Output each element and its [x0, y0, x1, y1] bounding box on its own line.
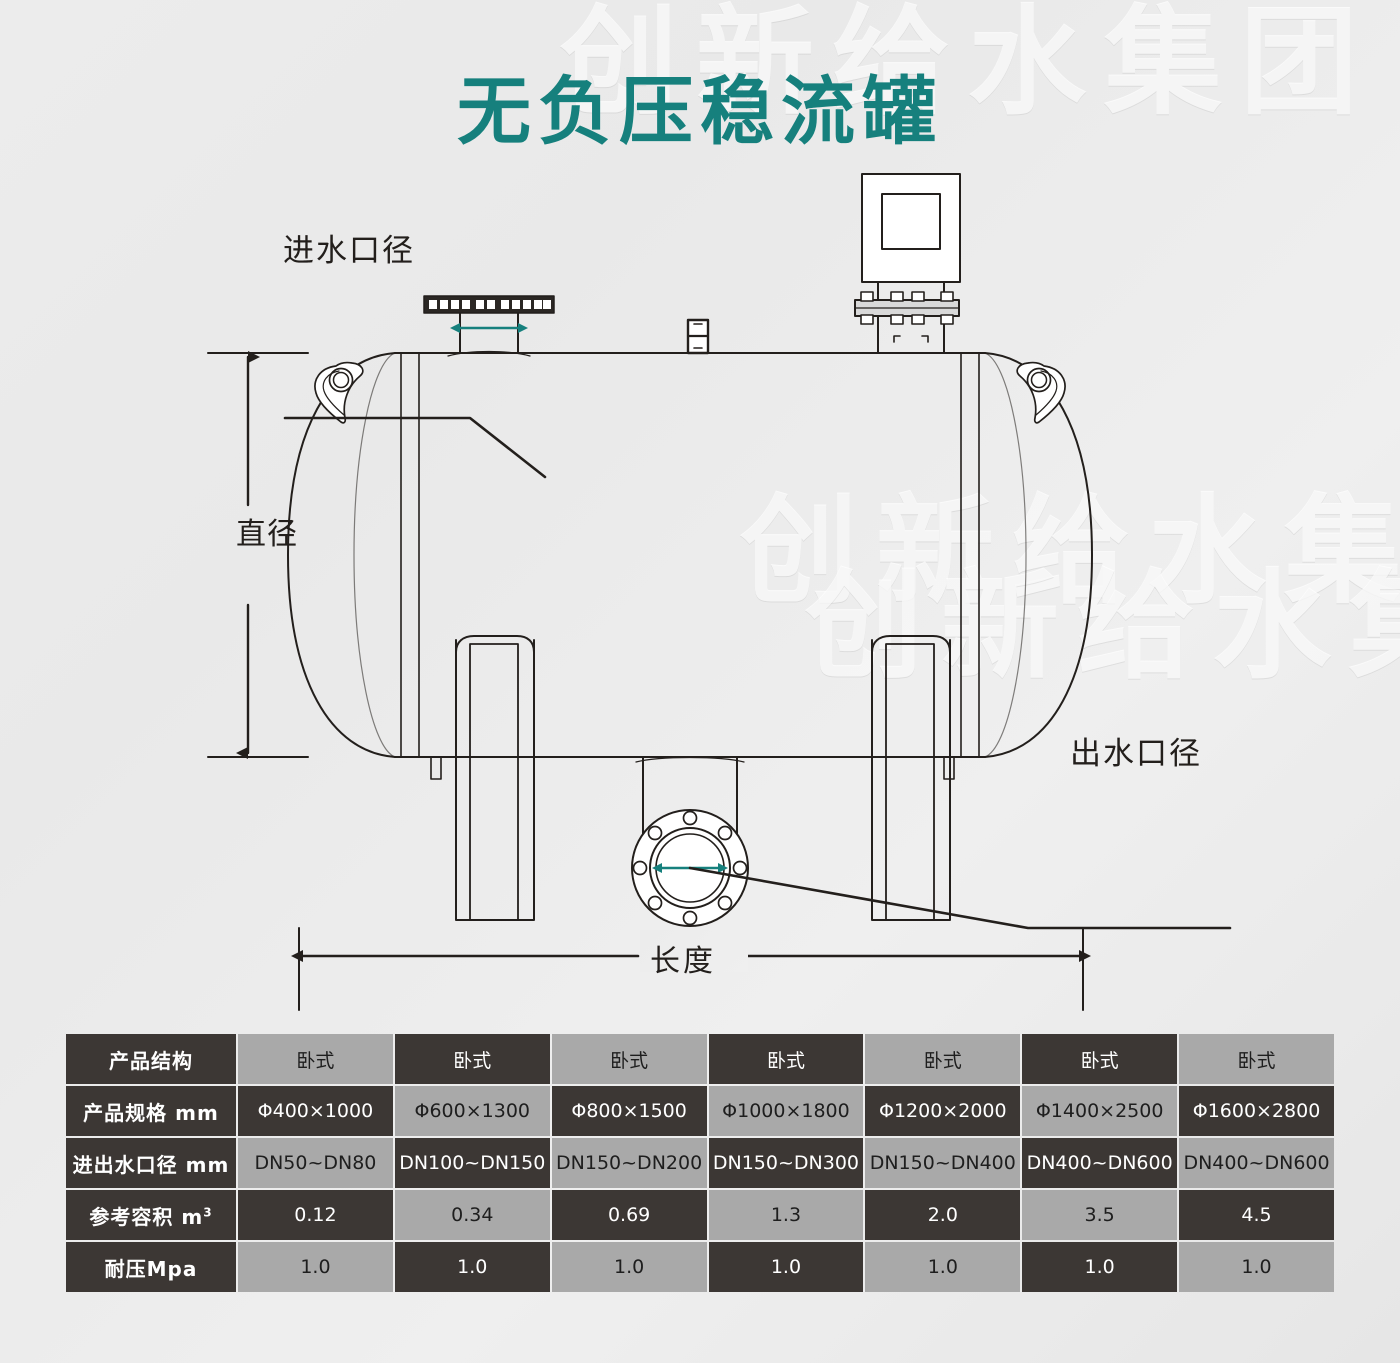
table-row: 产品结构卧式卧式卧式卧式卧式卧式卧式 [66, 1034, 1334, 1084]
base-plate-mark [893, 335, 929, 347]
table-cell: DN50~DN80 [238, 1138, 393, 1188]
support-leg-left [455, 635, 535, 921]
control-box [861, 173, 961, 283]
table-cell: 1.0 [708, 1242, 864, 1292]
tank-length-label: 长度 [650, 944, 716, 979]
table-cell: 4.5 [1179, 1190, 1334, 1240]
table-row-label: 产品规格 mm [66, 1086, 236, 1136]
table-cell: Φ1400×2500 [1022, 1086, 1178, 1136]
table-cell: Φ1600×2800 [1179, 1086, 1334, 1136]
table-cell: 3.5 [1022, 1190, 1178, 1240]
table-cell: Φ1200×2000 [865, 1086, 1021, 1136]
inlet-diameter-label: 进水口径 [283, 233, 415, 269]
page-title: 无负压稳流罐 [457, 69, 943, 155]
table-cell: 卧式 [394, 1034, 550, 1084]
tank-shell [287, 352, 1093, 758]
support-leg-right [871, 635, 951, 921]
table-cell: 1.0 [1022, 1242, 1178, 1292]
table-cell: DN400~DN600 [1022, 1138, 1178, 1188]
table-cell: 2.0 [865, 1190, 1021, 1240]
table-row-label: 产品结构 [66, 1034, 236, 1084]
table-cell: 0.34 [394, 1190, 550, 1240]
diameter-dimension [207, 351, 309, 759]
table-row-label: 耐压Mpa [66, 1242, 236, 1292]
table-cell: Φ400×1000 [238, 1086, 393, 1136]
shell-foot-tabs [430, 756, 955, 780]
table-cell: DN400~DN600 [1179, 1138, 1334, 1188]
table-cell: Φ800×1500 [551, 1086, 707, 1136]
table-cell: 卧式 [1179, 1034, 1334, 1084]
tank-diameter-label: 直径 [236, 517, 298, 552]
manifold-flange-bar [854, 291, 960, 325]
table-cell: Φ600×1300 [394, 1086, 550, 1136]
table-cell: 卧式 [865, 1034, 1021, 1084]
table-cell: DN150~DN300 [708, 1138, 864, 1188]
vent-fitting [686, 318, 710, 355]
table-cell: 1.0 [238, 1242, 393, 1292]
table-row-label: 参考容积 m3 [66, 1190, 236, 1240]
length-label-backdrop [640, 930, 748, 972]
inlet-leader-line [283, 416, 547, 479]
table-row-label: 进出水口径 mm [66, 1138, 236, 1188]
table-cell: DN100~DN150 [394, 1138, 550, 1188]
table-cell: 0.69 [551, 1190, 707, 1240]
table-cell: DN150~DN200 [551, 1138, 707, 1188]
table-cell: 1.0 [1179, 1242, 1334, 1292]
table-cell: 卧式 [551, 1034, 707, 1084]
table-cell: 1.0 [394, 1242, 550, 1292]
table-cell: Φ1000×1800 [708, 1086, 864, 1136]
inlet-nozzle [447, 309, 531, 357]
tank-technical-drawing [0, 150, 1400, 1030]
inlet-flange [423, 295, 555, 314]
table-cell: 1.3 [708, 1190, 864, 1240]
table-cell: DN150~DN400 [865, 1138, 1021, 1188]
length-dimension [291, 927, 1091, 1011]
table-cell: 1.0 [865, 1242, 1021, 1292]
table-cell: 0.12 [238, 1190, 393, 1240]
table-cell: 1.0 [551, 1242, 707, 1292]
table-cell: 卧式 [1022, 1034, 1178, 1084]
lifting-lug-left [314, 361, 364, 424]
manifold-pipes [877, 281, 945, 354]
outlet-diameter-label: 出水口径 [1070, 736, 1202, 772]
weld-seam [400, 352, 980, 758]
table-cell: 卧式 [708, 1034, 864, 1084]
outlet-leader-line [688, 866, 1232, 930]
lifting-lug-right [1016, 361, 1066, 424]
table-cell: 卧式 [238, 1034, 393, 1084]
